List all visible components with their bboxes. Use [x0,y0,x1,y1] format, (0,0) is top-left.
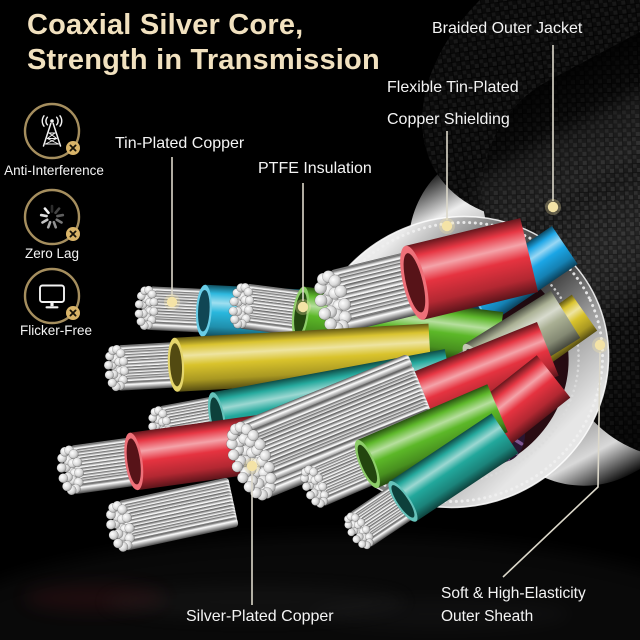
monitor-icon [23,267,81,325]
leader-flexible-shielding [439,131,455,234]
callout-dot [297,301,309,313]
strand-faces [105,500,135,552]
callout-dot [166,296,178,308]
callout-dot [441,220,453,232]
leader-outer-sheath [502,337,608,578]
callout-dot [246,460,258,472]
wire-bundle-silver [226,355,438,501]
spinner-icon [23,188,81,246]
strand-faces [226,421,277,501]
wire-bundle-green [300,384,508,509]
leader-ptfe-insulation [295,183,311,315]
strand-faces [56,445,85,496]
strand-rods [233,355,438,498]
strand-faces [300,465,330,509]
leader-silver-plated-copper [244,458,260,605]
strand-faces [228,282,255,329]
floor-reflection [0,535,640,640]
antenna-icon [23,102,81,160]
callout-dot [594,339,606,351]
callout-dot [547,201,559,213]
leader-line [502,351,601,578]
wire-bundle-teal [343,413,519,550]
braided-outer-jacket [422,0,640,459]
leader-braided-outer-jacket [545,45,561,215]
strand-faces [134,285,159,331]
wire-bundle-silver [105,477,239,552]
strand-faces [343,512,374,550]
strand-faces [103,344,130,392]
wire-bundle-red [314,218,539,335]
strand-rods [112,477,239,551]
leader-tin-plated-copper [164,157,180,310]
